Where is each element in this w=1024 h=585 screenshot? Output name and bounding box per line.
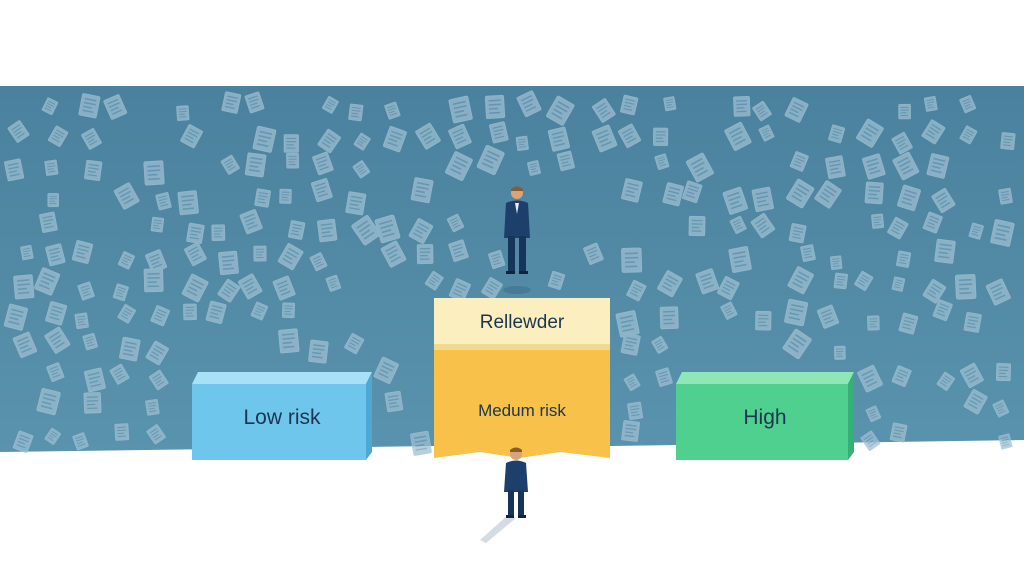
low-risk-block (192, 372, 372, 460)
document-icon (83, 392, 102, 414)
document-icon (866, 315, 880, 331)
document-icon (176, 105, 190, 122)
document-icon (283, 134, 300, 153)
document-icon (620, 332, 642, 356)
document-icon (783, 298, 809, 327)
document-icon (74, 312, 90, 330)
document-icon (995, 362, 1012, 382)
document-icon (788, 222, 807, 244)
medium-block-top-label: Rellewder (479, 312, 565, 333)
person-below-block (480, 447, 528, 543)
document-icon (1000, 131, 1016, 151)
high-block (676, 372, 854, 460)
document-icon (626, 401, 644, 421)
document-icon (954, 273, 977, 300)
document-icon (688, 215, 706, 237)
medium-risk-label: Medum risk (478, 401, 566, 420)
document-icon (833, 345, 846, 360)
document-icon (895, 250, 912, 269)
document-icon (663, 95, 677, 112)
document-icon (963, 311, 983, 334)
document-icon (829, 255, 843, 271)
document-icon (484, 94, 506, 120)
document-icon (870, 213, 885, 229)
document-icon (307, 339, 329, 364)
document-icon (47, 193, 60, 208)
document-icon (345, 190, 367, 216)
document-icon (652, 127, 669, 147)
document-icon (755, 310, 772, 331)
high-label: High (743, 406, 787, 429)
document-icon (515, 135, 530, 152)
person-on-block (503, 186, 531, 294)
document-icon (83, 159, 103, 182)
document-icon (279, 188, 292, 204)
document-icon (728, 245, 753, 274)
document-icon (409, 430, 433, 457)
document-icon (285, 152, 300, 169)
document-icon (144, 398, 160, 416)
document-icon (19, 244, 34, 261)
document-icon (253, 245, 267, 262)
document-icon (143, 268, 164, 293)
document-icon (182, 303, 198, 321)
document-icon (410, 176, 434, 204)
medium-risk-block (434, 298, 610, 458)
document-icon (118, 336, 141, 362)
document-icon (281, 302, 296, 319)
document-icon (799, 243, 817, 263)
document-icon (254, 188, 272, 208)
document-icon (316, 218, 338, 243)
document-icon (277, 328, 300, 354)
document-icon (889, 422, 908, 443)
document-icon (659, 306, 679, 330)
document-icon (997, 187, 1014, 205)
document-icon (38, 211, 59, 234)
low-risk-label: Low risk (243, 406, 321, 429)
document-icon (114, 423, 130, 441)
document-icon (751, 186, 775, 213)
document-icon (3, 158, 25, 182)
document-icon (12, 274, 35, 300)
document-icon (177, 189, 200, 216)
document-icon (185, 222, 205, 245)
document-icon (620, 247, 643, 273)
document-icon (348, 103, 364, 122)
document-icon (44, 159, 59, 177)
document-icon (864, 181, 884, 205)
document-icon (217, 250, 240, 276)
document-icon (150, 216, 165, 233)
document-icon (824, 155, 846, 180)
document-icon (143, 160, 165, 186)
document-icon (833, 272, 849, 290)
document-icon (933, 238, 957, 265)
document-icon (78, 92, 101, 119)
document-icon (416, 243, 434, 265)
document-icon (384, 390, 404, 413)
document-icon (620, 419, 641, 443)
document-icon (898, 103, 912, 120)
document-icon (732, 95, 751, 117)
document-icon (244, 152, 267, 178)
document-icon (923, 95, 938, 113)
document-icon (211, 224, 226, 242)
document-icon (287, 219, 306, 241)
